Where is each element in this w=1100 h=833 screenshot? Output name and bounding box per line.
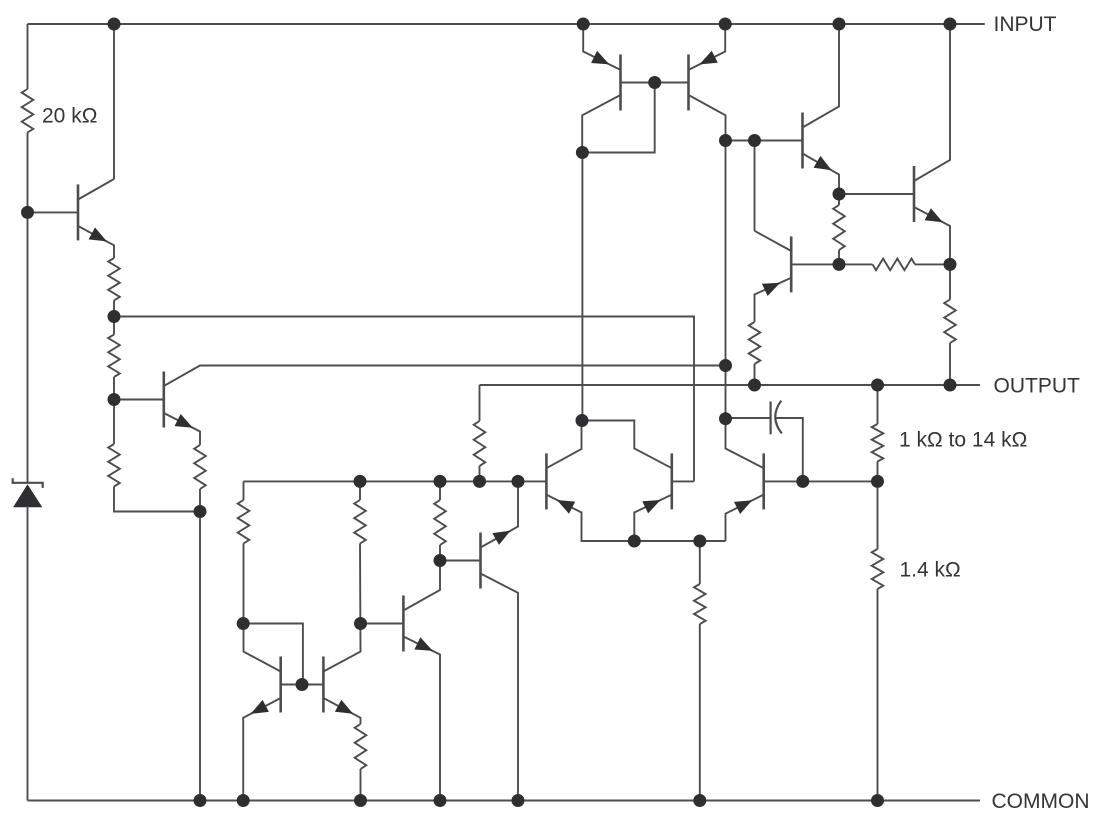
svg-text:INPUT: INPUT — [994, 13, 1057, 36]
svg-text:COMMON: COMMON — [992, 790, 1090, 813]
svg-text:OUTPUT: OUTPUT — [994, 375, 1081, 398]
svg-text:1.4 kΩ: 1.4 kΩ — [900, 558, 961, 581]
svg-text:1 kΩ to 14 kΩ: 1 kΩ to 14 kΩ — [899, 428, 1027, 451]
svg-text:20 kΩ: 20 kΩ — [42, 105, 97, 128]
